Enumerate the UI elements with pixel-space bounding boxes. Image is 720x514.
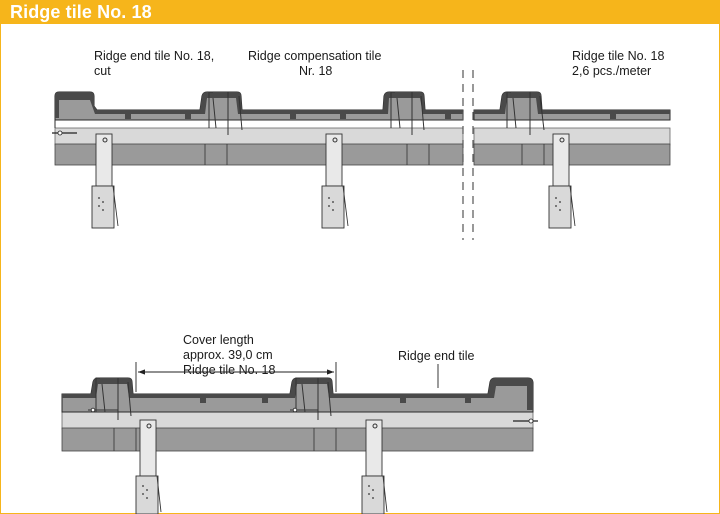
label-ridge-end-tile-cut: Ridge end tile No. 18, cut — [94, 49, 215, 78]
bottom-ridge-beam — [61, 427, 534, 452]
top-ridge-batten-left — [54, 127, 464, 146]
top-ridge-beam-right — [473, 143, 671, 166]
bottom-tile-outline — [62, 378, 533, 410]
page-title: Ridge tile No. 18 — [10, 2, 152, 22]
top-ridge-beam-left — [54, 143, 464, 166]
bottom-ridge-batten — [61, 411, 534, 430]
label-ridge-end-tile: Ridge end tile — [398, 349, 475, 363]
label-compensation-tile-nr: Nr. 18 — [299, 64, 333, 78]
label-cover-length: Cover length — [183, 333, 254, 347]
top-break-line — [462, 70, 474, 240]
top-batten-holder-1 — [91, 133, 119, 229]
top-batten-holder-3 — [548, 133, 576, 229]
label-compensation-tile: Ridge compensation tile — [248, 49, 382, 63]
title-bar: Ridge tile No. 18 — [0, 0, 720, 24]
top-batten-holder-2 — [321, 133, 349, 229]
cover-length-dimension — [135, 362, 337, 392]
top-ridge-assembly — [52, 70, 671, 240]
top-tile-outline-left — [55, 92, 463, 118]
bottom-ridge-assembly — [61, 362, 538, 514]
top-ridge-batten-right — [473, 127, 671, 146]
label-cover-length-value: approx. 39,0 cm — [183, 348, 273, 362]
bottom-batten-holder-1 — [135, 419, 162, 514]
label-pcs-per-meter: 2,6 pcs./meter — [572, 64, 652, 78]
top-tile-outline-right — [474, 92, 670, 114]
label-ridge-tile: Ridge tile No. 18 — [572, 49, 665, 63]
bottom-batten-holder-2 — [361, 419, 388, 514]
